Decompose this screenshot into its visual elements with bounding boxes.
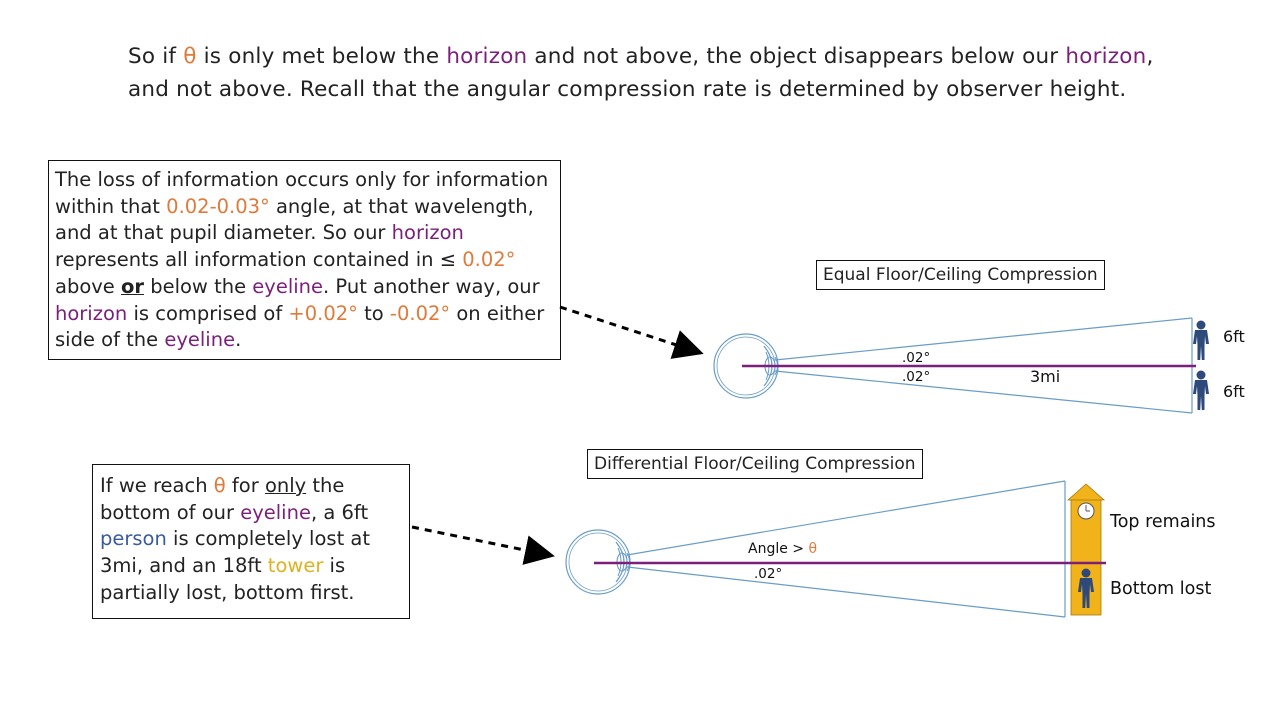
box-text: below the bbox=[144, 274, 253, 298]
angle-label-bottom: .02° bbox=[754, 566, 782, 582]
horizon-term: horizon bbox=[391, 221, 464, 245]
upper-sight-line bbox=[774, 317, 1193, 361]
angle-value: +0.02° bbox=[288, 301, 358, 325]
differential-box: If we reach θ for only the bottom of our… bbox=[92, 464, 410, 619]
box-text: is partially lost, bottom first. bbox=[100, 554, 355, 604]
only-emphasis: only bbox=[264, 474, 307, 497]
horizon-term: horizon bbox=[446, 44, 528, 69]
angle-value: 0.02° bbox=[462, 248, 516, 272]
lower-sight-line bbox=[626, 566, 1066, 618]
upper-sight-line bbox=[626, 480, 1066, 556]
pointer-arrow-2 bbox=[411, 525, 555, 565]
differential-compression-diagram: Angle > θ .02° Top remains Bottom lost bbox=[565, 480, 1216, 618]
headline-text: So if bbox=[128, 44, 184, 69]
box-text: represents all information contained in … bbox=[55, 248, 463, 272]
box-text: . bbox=[235, 328, 242, 352]
theta-symbol: θ bbox=[213, 474, 226, 497]
person-term: person bbox=[100, 527, 167, 551]
horizon-term: horizon bbox=[55, 301, 128, 325]
box-text: to bbox=[357, 301, 390, 325]
distance-label: 3mi bbox=[1030, 367, 1060, 386]
equal-compression-diagram: .02° .02° 3mi 6ft 6ft bbox=[713, 317, 1245, 414]
person-icon bbox=[1193, 370, 1209, 410]
height-label-top: 6ft bbox=[1223, 327, 1245, 346]
height-label-bottom: 6ft bbox=[1223, 382, 1245, 401]
pointer-arrow-1 bbox=[559, 305, 704, 359]
angle-label-top: .02° bbox=[902, 350, 930, 366]
person-icon bbox=[1193, 320, 1209, 360]
tower-term: tower bbox=[267, 554, 324, 578]
or-emphasis: or bbox=[121, 274, 145, 298]
eyeline-term: eyeline bbox=[240, 500, 311, 524]
eyeline-term: eyeline bbox=[164, 328, 236, 352]
box-text: on either side of the bbox=[55, 301, 545, 352]
angle-label: Angle > θ bbox=[748, 541, 817, 557]
angle-range: 0.02-0.03° bbox=[166, 194, 270, 218]
box-text: The loss of information occurs only for … bbox=[55, 168, 549, 218]
eyeline-term: eyeline bbox=[252, 274, 324, 298]
box-text: for bbox=[225, 474, 265, 497]
info-loss-box: The loss of information occurs only for … bbox=[48, 160, 561, 360]
headline-text: is only met below the bbox=[196, 44, 447, 69]
horizon-term: horizon bbox=[1065, 44, 1147, 69]
box-text: is comprised of bbox=[127, 301, 289, 325]
angle-value: -0.02° bbox=[389, 301, 451, 325]
headline-line-2: and not above. Recall that the angular c… bbox=[128, 77, 1127, 102]
equal-compression-title: Equal Floor/Ceiling Compression bbox=[816, 260, 1105, 290]
box-text: above bbox=[55, 274, 121, 298]
headline: So if θ is only met below the horizon an… bbox=[128, 40, 1188, 106]
box-text: , a 6ft bbox=[310, 500, 369, 524]
lower-sight-line bbox=[774, 370, 1193, 414]
differential-compression-title: Differential Floor/Ceiling Compression bbox=[587, 449, 923, 479]
box-text: is completely lost at 3mi, and an 18ft bbox=[100, 527, 371, 578]
box-text: the bottom of our bbox=[100, 474, 345, 524]
box-text: If we reach bbox=[100, 474, 214, 497]
headline-text: and not above, the object disappears bel… bbox=[527, 44, 1066, 69]
box-text: . Put another way, our bbox=[323, 274, 540, 298]
box-text: angle, at that wavelength, and at that p… bbox=[55, 194, 534, 245]
headline-text: , bbox=[1146, 44, 1154, 69]
top-remains-label: Top remains bbox=[1109, 512, 1216, 532]
tower-icon bbox=[1066, 483, 1106, 616]
bottom-lost-label: Bottom lost bbox=[1110, 579, 1211, 599]
angle-label-bottom: .02° bbox=[902, 369, 930, 385]
theta-symbol: θ bbox=[183, 44, 197, 69]
